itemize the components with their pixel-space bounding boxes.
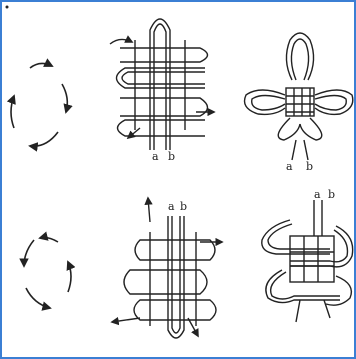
knot-weaving-diagram bbox=[110, 196, 224, 339]
rotation-arrows-circle-icon bbox=[19, 231, 76, 311]
strand-label-a: a bbox=[314, 188, 321, 201]
finished-knot-icon bbox=[261, 200, 354, 323]
strand-label-a: a bbox=[168, 200, 175, 213]
corner-dot bbox=[5, 5, 9, 9]
strand-label-b: b bbox=[180, 200, 187, 213]
knot-weaving-diagram bbox=[109, 18, 216, 150]
finished-knot-icon bbox=[243, 32, 354, 161]
strand-label-b: b bbox=[168, 150, 175, 163]
rotation-arrows-circle-icon bbox=[6, 58, 73, 152]
strand-label-a: a bbox=[152, 150, 159, 163]
strand-label-b: b bbox=[306, 160, 313, 173]
strand-label-a: a bbox=[286, 160, 293, 173]
strand-label-b: b bbox=[328, 188, 335, 201]
